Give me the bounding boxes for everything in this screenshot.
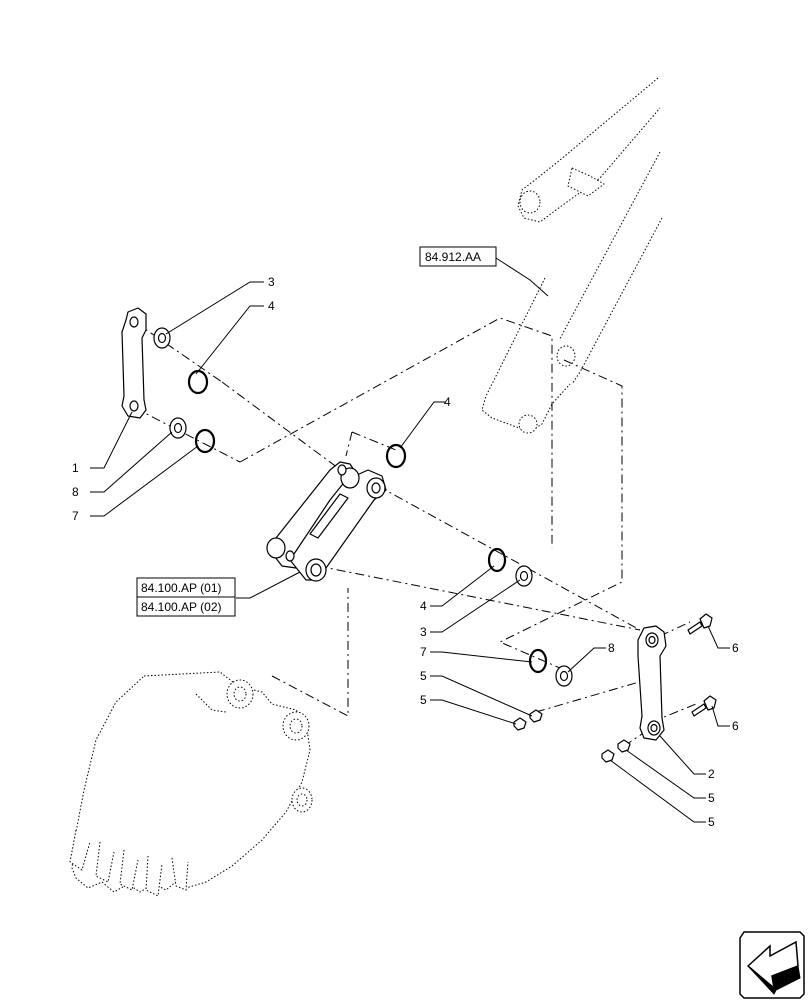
nut-5-a [529, 709, 543, 723]
nut-5-b [513, 717, 527, 731]
callout-3-upper: 3 [268, 275, 275, 289]
assembly-lines [134, 317, 697, 747]
o-ring-4-middle [385, 443, 407, 469]
h-link-assembly [266, 461, 387, 582]
bolt-6-upper [687, 613, 713, 635]
o-ring-7-right [528, 648, 548, 674]
callout-8-right: 8 [608, 641, 615, 655]
callout-7-right: 7 [420, 645, 427, 659]
callout-6-lower: 6 [732, 719, 739, 733]
arrow-icon[interactable] [739, 931, 805, 999]
ref-link-01[interactable]: 84.100.AP (01) [136, 577, 236, 598]
callouts: 1 8 7 3 4 4 4 3 7 5 5 8 6 6 2 5 5 [72, 275, 739, 829]
ref-link-02[interactable]: 84.100.AP (02) [136, 596, 236, 617]
callout-5-b: 5 [420, 693, 427, 707]
nut-5-c [617, 739, 631, 753]
callout-3-lower: 3 [420, 625, 427, 639]
bolt-6-lower [691, 695, 717, 717]
callout-6-upper: 6 [732, 641, 739, 655]
callout-8-left: 8 [72, 485, 79, 499]
callout-7-left: 7 [72, 509, 79, 523]
callout-5-c: 5 [708, 791, 715, 805]
ref-link-01-label: 84.100.AP (01) [141, 581, 222, 595]
leader-lines [90, 257, 730, 823]
washer-8-left [169, 417, 187, 439]
o-ring-7-left [194, 428, 216, 454]
callout-4-lower: 4 [420, 599, 427, 613]
washer-8-right [555, 665, 573, 687]
ref-boom[interactable]: 84.912.AA [419, 246, 497, 267]
o-ring-4-lower [487, 547, 507, 573]
ref-link-02-label: 84.100.AP (02) [141, 600, 222, 614]
callout-2: 2 [708, 767, 715, 781]
ref-boom-label: 84.912.AA [425, 250, 481, 264]
callout-4-upper: 4 [268, 299, 275, 313]
bucket [69, 671, 313, 897]
link-part-1 [121, 307, 147, 419]
o-ring-4-upper [187, 369, 209, 395]
link-part-2 [637, 625, 667, 741]
washer-3-lower [515, 565, 533, 587]
dipper-arm [481, 77, 663, 434]
callout-1: 1 [72, 461, 79, 475]
callout-5-a: 5 [420, 669, 427, 683]
nut-5-d [601, 749, 615, 763]
callout-5-d: 5 [708, 815, 715, 829]
callout-4-middle: 4 [444, 395, 451, 409]
washer-3-upper [153, 327, 171, 349]
